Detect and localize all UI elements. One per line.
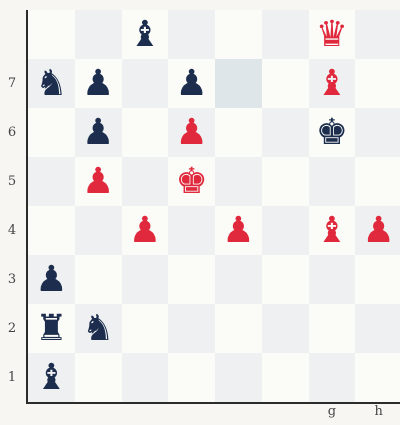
square-f7[interactable] [262, 59, 309, 108]
square-d8[interactable] [168, 10, 215, 59]
square-c6[interactable] [122, 108, 169, 157]
black-knight-b2-icon[interactable]: ♞ [75, 304, 122, 353]
square-c3[interactable] [122, 255, 169, 304]
square-d3[interactable] [168, 255, 215, 304]
black-pawn-b6-icon[interactable]: ♟ [75, 108, 122, 157]
rank-label: 7 [5, 76, 19, 91]
rank-label: 4 [5, 223, 19, 238]
square-e2[interactable] [215, 304, 262, 353]
red-queen-g8-icon[interactable]: ♛ [309, 10, 356, 59]
square-g3[interactable] [309, 255, 356, 304]
square-a4[interactable] [28, 206, 75, 255]
red-bishop-g4-icon[interactable]: ♝ [309, 206, 356, 255]
red-pawn-d6-icon[interactable]: ♟ [168, 108, 215, 157]
black-pawn-b7-icon[interactable]: ♟ [75, 59, 122, 108]
rank-label: 5 [5, 174, 19, 189]
square-f2[interactable] [262, 304, 309, 353]
square-h1[interactable] [355, 353, 400, 402]
rank-label: 2 [5, 321, 19, 336]
square-h7[interactable] [355, 59, 400, 108]
red-pawn-c4-icon[interactable]: ♟ [122, 206, 169, 255]
square-g1[interactable] [309, 353, 356, 402]
square-c1[interactable] [122, 353, 169, 402]
red-pawn-e4-icon[interactable]: ♟ [215, 206, 262, 255]
square-a6[interactable] [28, 108, 75, 157]
square-e7[interactable] [215, 59, 262, 108]
square-h6[interactable] [355, 108, 400, 157]
square-a8[interactable] [28, 10, 75, 59]
square-h2[interactable] [355, 304, 400, 353]
square-c2[interactable] [122, 304, 169, 353]
square-a5[interactable] [28, 157, 75, 206]
square-e1[interactable] [215, 353, 262, 402]
square-e5[interactable] [215, 157, 262, 206]
square-h5[interactable] [355, 157, 400, 206]
red-king-d5-icon[interactable]: ♚ [168, 157, 215, 206]
rank-label: 1 [5, 370, 19, 385]
square-c7[interactable] [122, 59, 169, 108]
square-d4[interactable] [168, 206, 215, 255]
square-f4[interactable] [262, 206, 309, 255]
black-knight-a7-icon[interactable]: ♞ [28, 59, 75, 108]
square-f6[interactable] [262, 108, 309, 157]
rank-label: 6 [5, 125, 19, 140]
square-f8[interactable] [262, 10, 309, 59]
red-bishop-g7-icon[interactable]: ♝ [309, 59, 356, 108]
red-pawn-h4-icon[interactable]: ♟ [355, 206, 400, 255]
square-f3[interactable] [262, 255, 309, 304]
square-d1[interactable] [168, 353, 215, 402]
black-rook-a2-icon[interactable]: ♜ [28, 304, 75, 353]
square-d2[interactable] [168, 304, 215, 353]
black-pawn-d7-icon[interactable]: ♟ [168, 59, 215, 108]
black-bishop-a1-icon[interactable]: ♝ [28, 353, 75, 402]
file-label: g [309, 404, 356, 419]
black-king-g6-icon[interactable]: ♚ [309, 108, 356, 157]
rank-label: 3 [5, 272, 19, 287]
square-e6[interactable] [215, 108, 262, 157]
black-pawn-a3-icon[interactable]: ♟ [28, 255, 75, 304]
square-h3[interactable] [355, 255, 400, 304]
square-f1[interactable] [262, 353, 309, 402]
square-h8[interactable] [355, 10, 400, 59]
square-b1[interactable] [75, 353, 122, 402]
red-pawn-b5-icon[interactable]: ♟ [75, 157, 122, 206]
chess-board: ♝♛♞♟♟♝♟♟♚♟♚♟♟♝♟♟♜♞♝ [26, 10, 400, 404]
file-label: h [355, 404, 400, 419]
square-e8[interactable] [215, 10, 262, 59]
square-e3[interactable] [215, 255, 262, 304]
square-c5[interactable] [122, 157, 169, 206]
square-f5[interactable] [262, 157, 309, 206]
square-b4[interactable] [75, 206, 122, 255]
black-bishop-c8-icon[interactable]: ♝ [122, 10, 169, 59]
square-b8[interactable] [75, 10, 122, 59]
square-g2[interactable] [309, 304, 356, 353]
square-g5[interactable] [309, 157, 356, 206]
square-b3[interactable] [75, 255, 122, 304]
